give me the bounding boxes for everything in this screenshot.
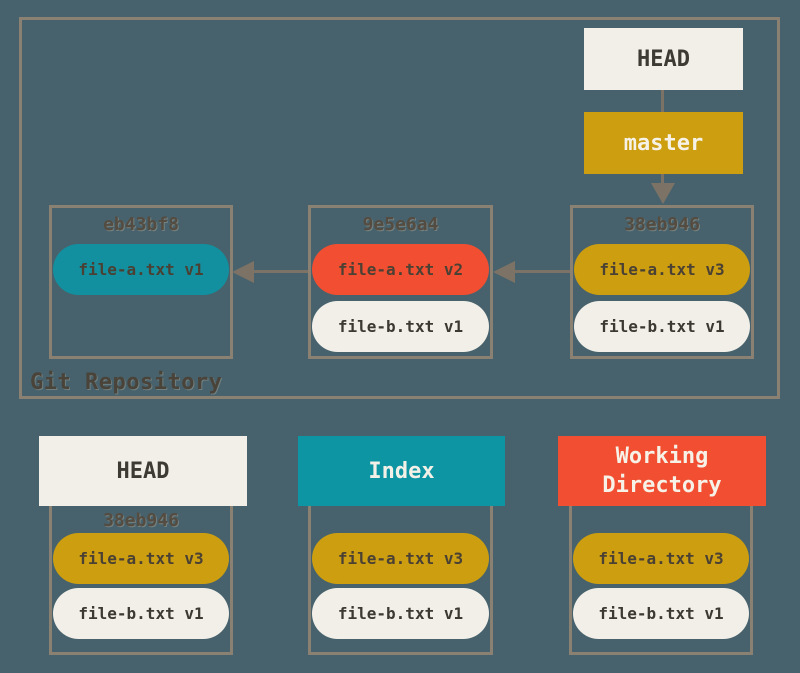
commit-box-38eb946: 38eb946 file-a.txt v3 file-b.txt v1 [570,205,754,359]
file-pill: file-a.txt v3 [573,533,749,584]
file-pill: file-b.txt v1 [573,588,749,639]
commit-parent-line [254,270,308,273]
head-tree-box: 38eb946 file-a.txt v3 file-b.txt v1 [49,497,233,655]
commit-parent-line [515,270,570,273]
arrow-left-icon [493,261,515,283]
git-repository-label: Git Repository [30,370,223,395]
master-to-commit-line [661,174,664,184]
file-pill: file-a.txt v2 [312,244,489,295]
file-pill: file-b.txt v1 [312,301,489,352]
head-pointer-node: HEAD [584,28,743,90]
working-directory-tree-header: Working Directory [558,436,766,506]
file-pill: file-a.txt v3 [574,244,750,295]
tree-commit-hash: 38eb946 [103,510,179,531]
commit-box-eb43bf8: eb43bf8 file-a.txt v1 [49,205,233,359]
commit-hash: 38eb946 [624,214,700,235]
file-pill: file-b.txt v1 [312,588,489,639]
commit-box-9e5e6a4: 9e5e6a4 file-a.txt v2 file-b.txt v1 [308,205,493,359]
arrow-down-icon [651,183,675,204]
working-directory-title-line2: Directory [602,473,722,498]
index-tree-header: Index [298,436,505,506]
arrow-left-icon [232,261,254,283]
git-repository-box [19,17,780,399]
file-pill: file-a.txt v3 [53,533,229,584]
working-directory-tree-box: file-a.txt v3 file-b.txt v1 [569,497,753,655]
file-pill: file-a.txt v1 [53,244,229,295]
file-pill: file-b.txt v1 [53,588,229,639]
head-to-master-line [661,90,664,112]
index-tree-box: file-a.txt v3 file-b.txt v1 [308,497,493,655]
master-branch-node: master [584,112,743,174]
commit-hash: 9e5e6a4 [362,214,439,235]
head-tree-header: HEAD [39,436,247,506]
file-pill: file-b.txt v1 [574,301,750,352]
file-pill: file-a.txt v3 [312,533,489,584]
commit-hash: eb43bf8 [103,214,179,235]
working-directory-title-line1: Working [615,444,709,469]
